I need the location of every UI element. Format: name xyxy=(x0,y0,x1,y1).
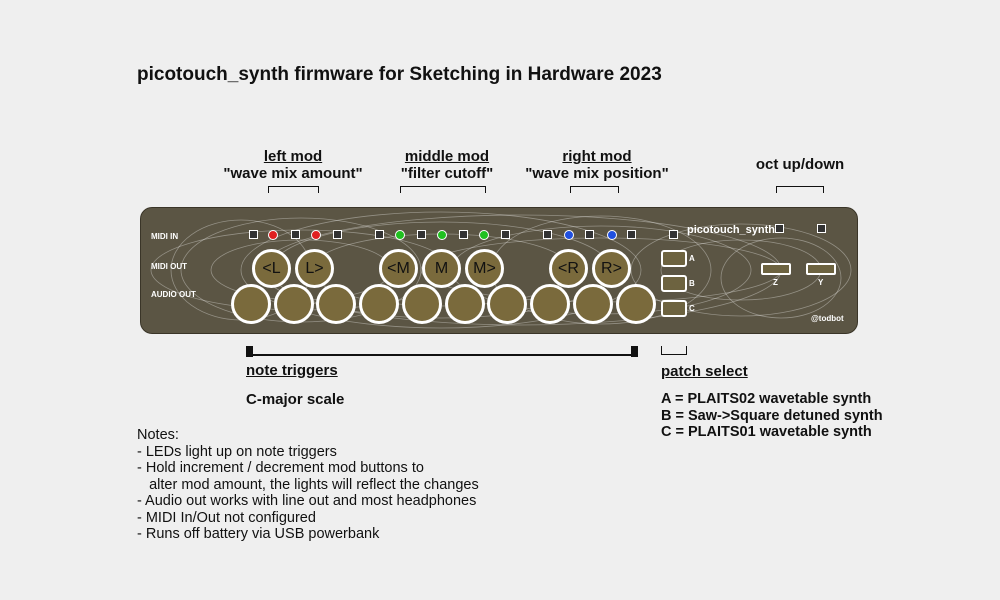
led-red xyxy=(311,230,321,240)
brand-label: picotouch_synth xyxy=(687,224,776,236)
middle-mod-label: middle mod "filter cutoff" xyxy=(372,148,522,182)
scale-label: C-major scale xyxy=(246,391,345,408)
pad xyxy=(669,230,678,239)
patch-a-letter: A xyxy=(689,254,695,263)
patch-b-button[interactable] xyxy=(661,275,687,292)
middle-mod-name: middle mod xyxy=(404,148,490,165)
oct-up-button[interactable] xyxy=(806,263,836,275)
left-mod-label: left mod "wave mix amount" xyxy=(218,148,368,182)
pad xyxy=(375,230,384,239)
pad xyxy=(775,224,784,233)
note-trigger-button[interactable] xyxy=(316,284,356,324)
pad xyxy=(333,230,342,239)
pad xyxy=(543,230,552,239)
left-mod-bracket xyxy=(268,186,319,193)
middle-mod-bracket xyxy=(400,186,486,193)
patch-c-letter: C xyxy=(689,304,695,313)
left-mod-name: left mod xyxy=(263,148,323,165)
audio-out-label: AUDIO OUT xyxy=(151,290,196,299)
note-trigger-button[interactable] xyxy=(274,284,314,324)
page-title: picotouch_synth firmware for Sketching i… xyxy=(137,64,662,85)
left-mod-decrement-button[interactable]: <L xyxy=(252,249,291,288)
patch-c-button[interactable] xyxy=(661,300,687,317)
note-trigger-button[interactable] xyxy=(231,284,271,324)
led-green xyxy=(437,230,447,240)
pad xyxy=(417,230,426,239)
left-mod-param: "wave mix amount" xyxy=(223,165,363,182)
patch-b-letter: B xyxy=(689,279,695,288)
note-trigger-button[interactable] xyxy=(402,284,442,324)
led-green xyxy=(395,230,405,240)
right-mod-name: right mod xyxy=(562,148,632,165)
notes-text: Notes: - LEDs light up on note triggers … xyxy=(137,427,479,542)
pad xyxy=(817,224,826,233)
patch-a-button[interactable] xyxy=(661,250,687,267)
right-mod-increment-button[interactable]: R> xyxy=(592,249,631,288)
pad xyxy=(291,230,300,239)
right-mod-decrement-button[interactable]: <R xyxy=(549,249,588,288)
pad xyxy=(249,230,258,239)
led-blue xyxy=(607,230,617,240)
pad xyxy=(459,230,468,239)
left-mod-increment-button[interactable]: L> xyxy=(295,249,334,288)
note-trigger-button[interactable] xyxy=(445,284,485,324)
note-trigger-button[interactable] xyxy=(573,284,613,324)
note-triggers-bracket xyxy=(246,346,638,357)
led-blue xyxy=(564,230,574,240)
midi-in-label: MIDI IN xyxy=(151,232,179,241)
middle-mod-decrement-button[interactable]: <M xyxy=(379,249,418,288)
oct-down-button[interactable] xyxy=(761,263,791,275)
led-red xyxy=(268,230,278,240)
pad xyxy=(627,230,636,239)
note-trigger-button[interactable] xyxy=(616,284,656,324)
pad xyxy=(585,230,594,239)
oct-down-letter: Z xyxy=(773,278,778,287)
patch-select-label: patch select xyxy=(661,363,748,380)
middle-mod-param: "filter cutoff" xyxy=(400,165,494,182)
midi-out-label: MIDI OUT xyxy=(151,262,187,271)
oct-bracket xyxy=(776,186,824,193)
credit-label: @todbot xyxy=(811,314,844,323)
synth-board: MIDI IN MIDI OUT AUDIO OUT picotouch_syn… xyxy=(140,207,858,334)
led-green xyxy=(479,230,489,240)
note-trigger-button[interactable] xyxy=(530,284,570,324)
right-mod-bracket xyxy=(570,186,619,193)
patch-definitions: A = PLAITS02 wavetable synth B = Saw->Sq… xyxy=(661,391,883,440)
note-trigger-button[interactable] xyxy=(487,284,527,324)
patch-select-bracket xyxy=(661,346,687,355)
pad xyxy=(501,230,510,239)
note-triggers-label: note triggers xyxy=(246,362,338,379)
middle-mod-button[interactable]: M xyxy=(422,249,461,288)
right-mod-param: "wave mix position" xyxy=(525,165,669,182)
oct-up-letter: Y xyxy=(818,278,824,287)
right-mod-label: right mod "wave mix position" xyxy=(517,148,677,182)
middle-mod-increment-button[interactable]: M> xyxy=(465,249,504,288)
note-trigger-button[interactable] xyxy=(359,284,399,324)
oct-label: oct up/down xyxy=(755,156,845,173)
